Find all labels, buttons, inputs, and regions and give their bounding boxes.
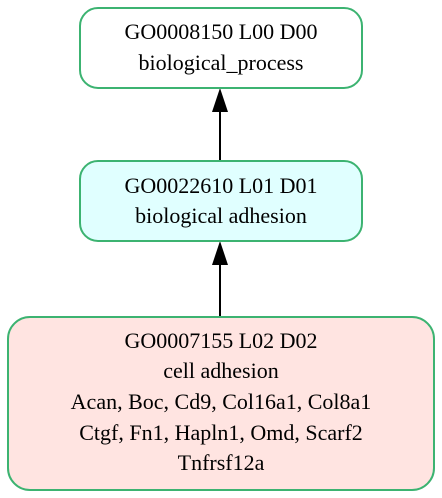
node-term-label: biological adhesion	[135, 203, 307, 228]
node-box	[7, 316, 435, 491]
node-term-label: cell adhesion	[163, 358, 278, 383]
arrowhead-icon	[212, 241, 228, 265]
edge-adhesion-to-process	[212, 88, 228, 160]
node-biological-process[interactable]: GO0008150 L00 D00 biological_process	[79, 7, 363, 89]
node-gene-list-line: Tnfrsf12a	[178, 450, 265, 475]
node-biological-adhesion[interactable]: GO0022610 L01 D01 biological adhesion	[79, 160, 363, 242]
node-box	[79, 7, 363, 89]
node-term-label: biological_process	[139, 50, 304, 75]
node-gene-list-line: Ctgf, Fn1, Hapln1, Omd, Scarf2	[79, 420, 363, 445]
node-id-label: GO0022610 L01 D01	[124, 173, 317, 198]
node-id-label: GO0007155 L02 D02	[124, 328, 317, 353]
node-box	[79, 160, 363, 242]
edge-cell-adhesion-to-biological-adhesion	[212, 241, 228, 316]
node-gene-list-line: Acan, Boc, Cd9, Col16a1, Col8a1	[71, 389, 372, 414]
node-id-label: GO0008150 L00 D00	[124, 19, 317, 44]
node-cell-adhesion[interactable]: GO0007155 L02 D02 cell adhesion Acan, Bo…	[7, 316, 435, 491]
arrowhead-icon	[212, 88, 228, 112]
